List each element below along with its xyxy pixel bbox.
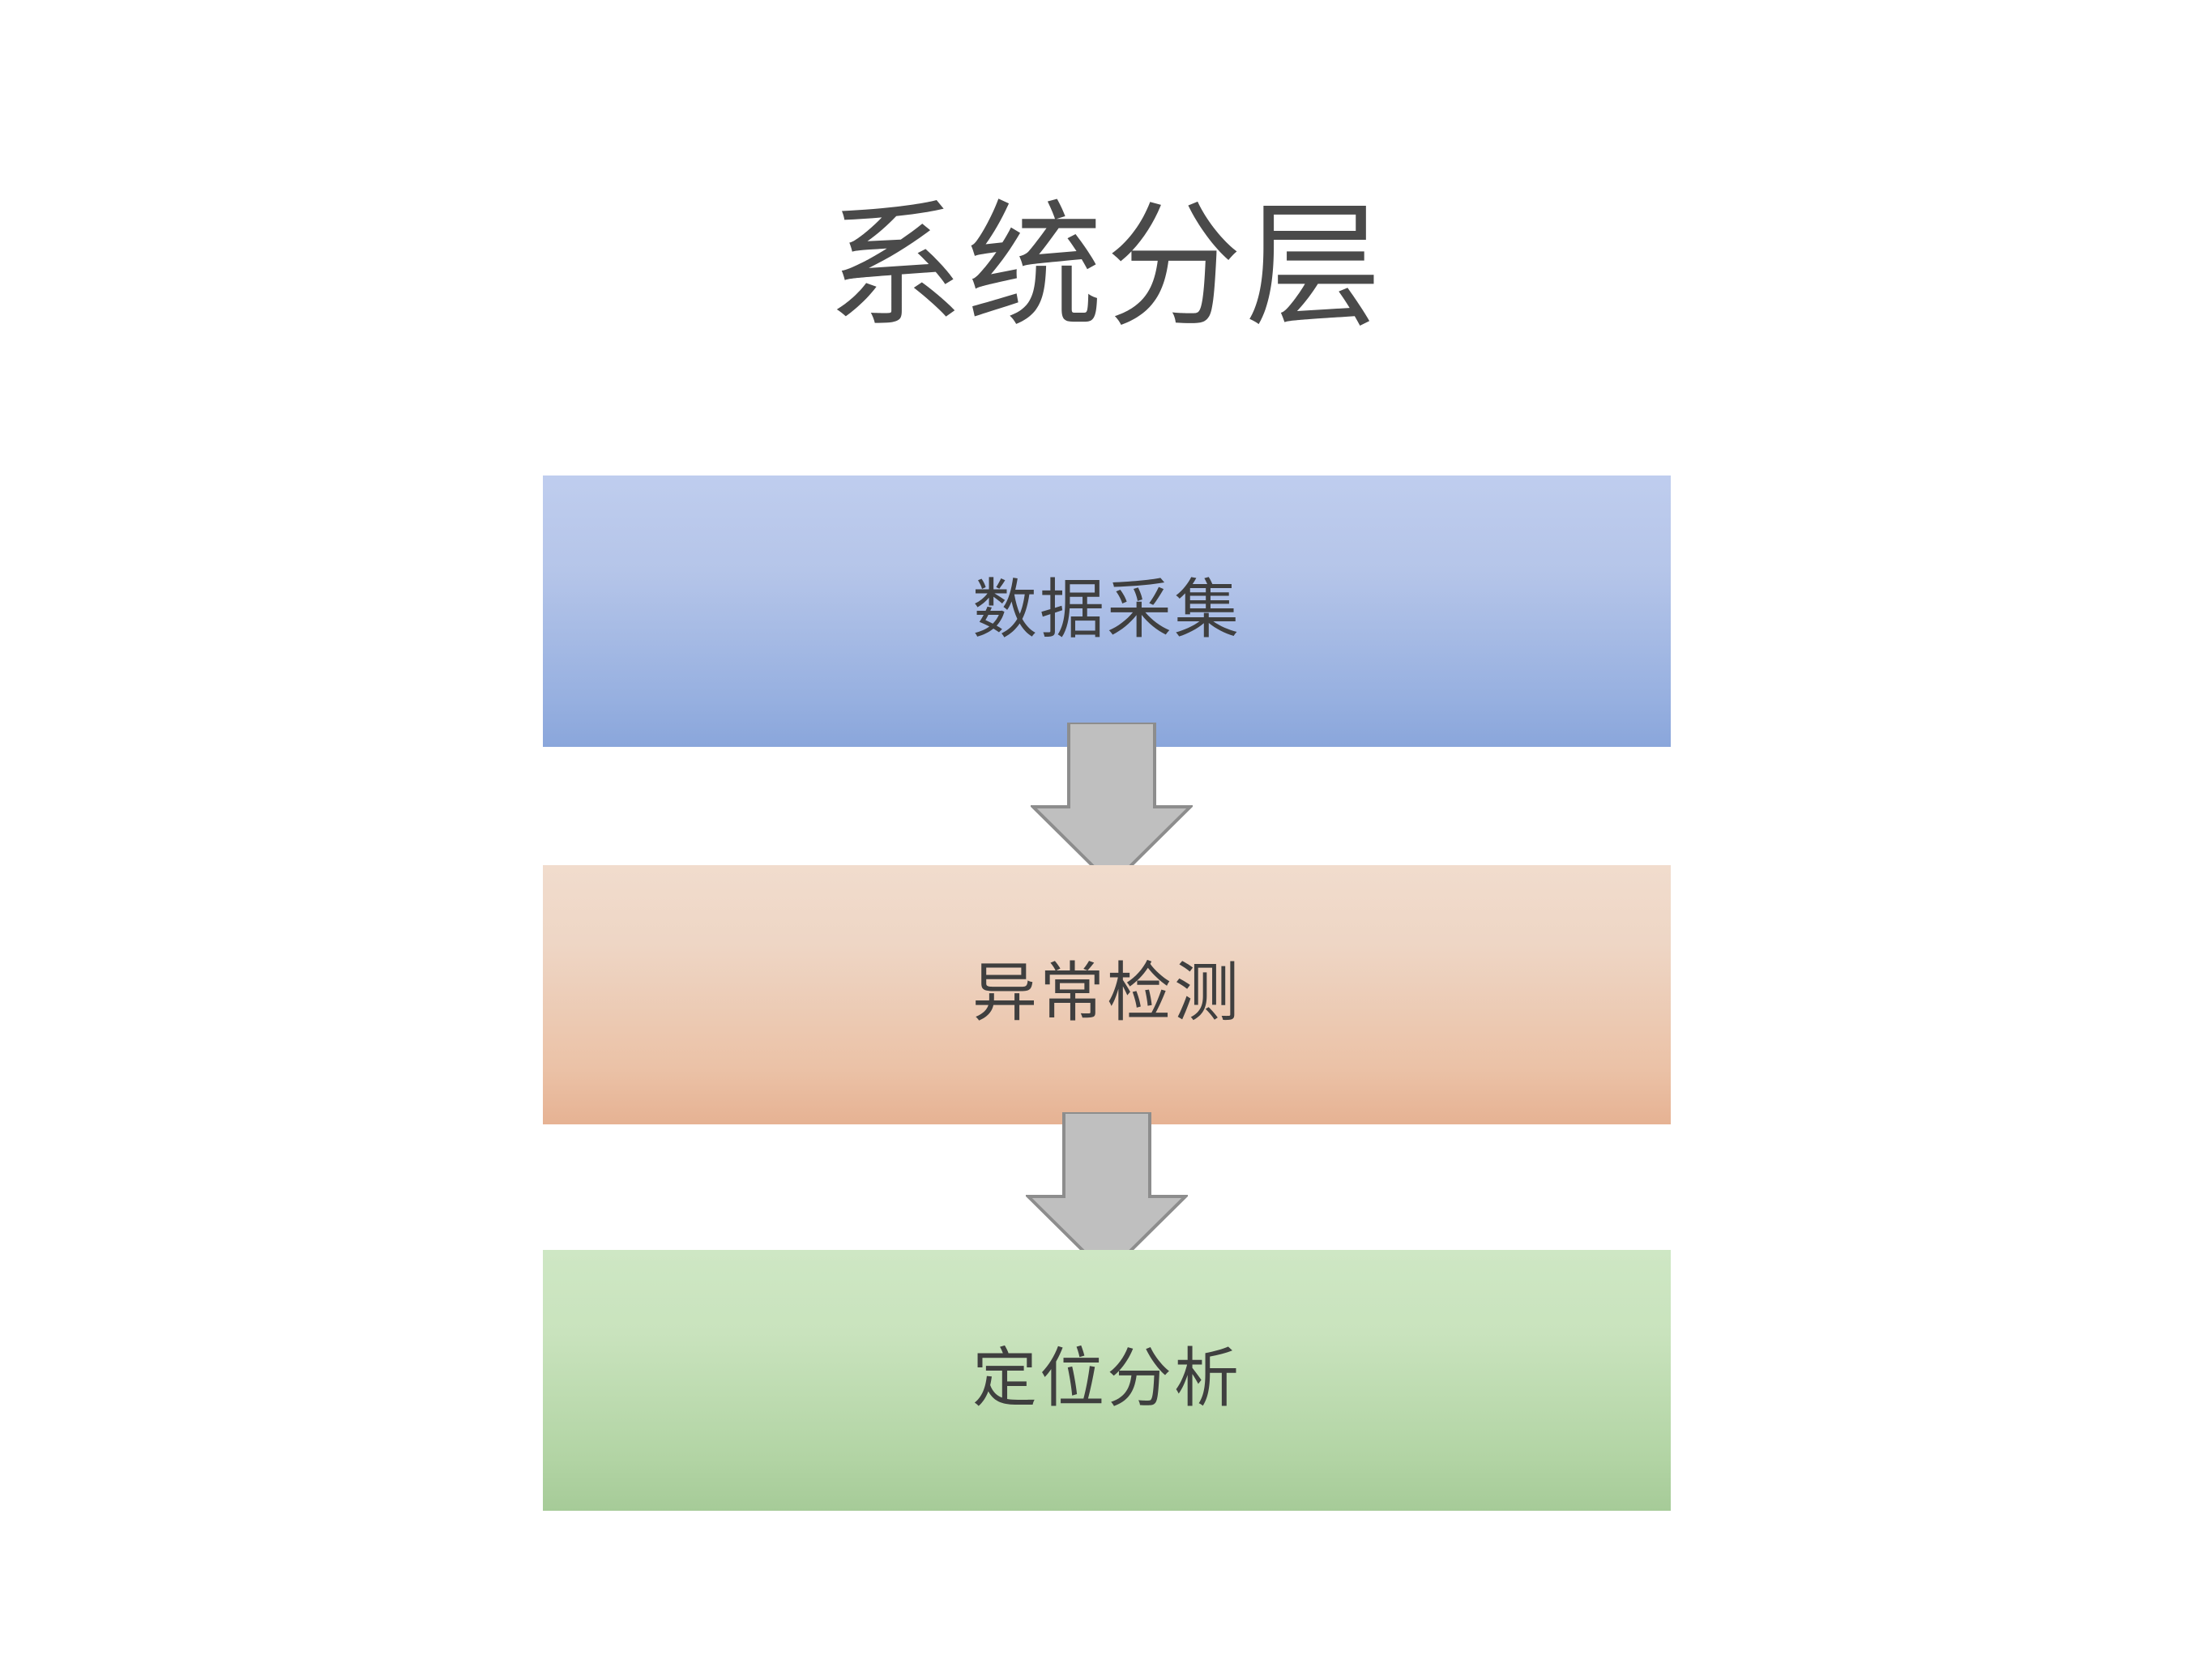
layer-label-data-collection: 数据采集 — [972, 571, 1241, 647]
layer-box-data-collection[interactable]: 数据采集 — [543, 476, 1671, 747]
layer-box-anomaly-detection[interactable]: 异常检测 — [543, 865, 1671, 1124]
layer-box-localization-analysis[interactable]: 定位分析 — [543, 1250, 1671, 1511]
layered-architecture-diagram: 数据采集 异常检测 定位分析 — [543, 476, 1671, 1511]
page-title: 系统分层 — [827, 186, 1385, 346]
layer-label-localization-analysis: 定位分析 — [972, 1341, 1241, 1416]
layer-label-anomaly-detection: 异常检测 — [972, 955, 1241, 1030]
down-arrow-icon-1 — [1031, 723, 1193, 886]
down-arrow-icon — [1031, 723, 1193, 886]
